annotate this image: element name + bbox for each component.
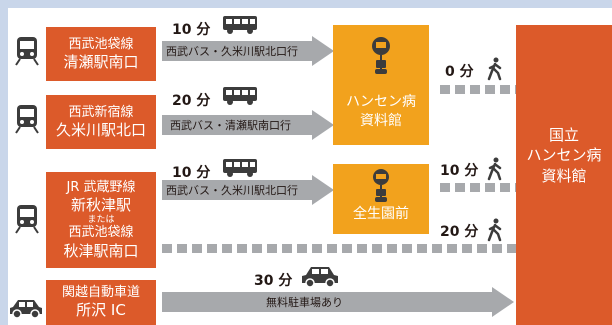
route-minutes: 10 分 xyxy=(172,165,211,181)
origin-line: 関越自動車道 xyxy=(61,285,140,300)
walk-path xyxy=(440,183,516,192)
route-arrow xyxy=(162,180,312,200)
bus-stop-icon xyxy=(372,37,390,74)
origin-line: JR 武蔵野線 xyxy=(66,179,136,195)
origin-shinakitsu: JR 武蔵野線 新秋津駅 または 西武池袋線 秋津駅南口 xyxy=(46,172,156,268)
origin-kumegawa: 西武新宿線 久米川駅北口 xyxy=(46,95,156,149)
arrowhead xyxy=(492,287,514,317)
origin-line: 西武新宿線 xyxy=(68,104,134,120)
stop-name: 全生園前 xyxy=(353,206,409,223)
route-label: 西武バス・清瀬駅南口行 xyxy=(170,119,291,132)
walking-person-icon xyxy=(487,157,502,181)
walk-minutes: 0 分 xyxy=(445,64,474,80)
origin-line: 西武池袋線 xyxy=(68,225,134,241)
car-icon xyxy=(302,267,338,288)
stop-name: 資料館 xyxy=(360,113,402,130)
arrowhead xyxy=(312,175,334,205)
route-label: 無料駐車場あり xyxy=(266,296,343,309)
route-arrow xyxy=(162,41,312,61)
bus-icon xyxy=(223,87,257,105)
bus-icon xyxy=(223,16,257,34)
route-arrow xyxy=(162,115,312,135)
route-minutes: 20 分 xyxy=(172,93,211,109)
destination-name: 国立 xyxy=(548,126,579,144)
origin-kiyose: 西武池袋線 清瀬駅南口 xyxy=(46,27,156,81)
walking-person-icon xyxy=(487,57,502,81)
route-label: 西武バス・久米川駅北口行 xyxy=(166,45,298,58)
origin-station: 清瀬駅南口 xyxy=(63,52,139,71)
top-frame xyxy=(0,0,612,8)
car-icon xyxy=(10,300,42,319)
arrowhead xyxy=(312,36,334,66)
train-icon xyxy=(15,37,39,66)
walking-person-icon xyxy=(487,218,502,242)
origin-station: 新秋津駅 xyxy=(70,195,131,214)
origin-station: 秋津駅南口 xyxy=(63,241,139,260)
destination-museum: 国立 ハンセン病 資料館 xyxy=(516,25,612,325)
destination-name: ハンセン病 xyxy=(526,146,602,165)
walk-path xyxy=(440,85,516,94)
route-label: 西武バス・久米川駅北口行 xyxy=(166,184,298,197)
walk-minutes: 20 分 xyxy=(440,224,479,240)
left-frame xyxy=(0,0,8,325)
train-icon xyxy=(15,105,39,134)
route-minutes: 30 分 xyxy=(254,273,293,289)
route-minutes: 10 分 xyxy=(172,22,211,38)
origin-line: 西武池袋線 xyxy=(68,36,134,52)
walk-path xyxy=(162,244,516,253)
walk-minutes: 10 分 xyxy=(440,163,479,179)
origin-or: または xyxy=(87,214,115,225)
route-arrow xyxy=(162,292,492,312)
origin-station: 久米川駅北口 xyxy=(55,120,146,139)
bus-icon xyxy=(223,159,257,177)
destination-name: 資料館 xyxy=(541,166,587,185)
bus-stop-icon xyxy=(373,169,389,202)
stop-name: ハンセン病 xyxy=(346,94,416,111)
origin-station: 所沢 IC xyxy=(76,301,126,320)
train-icon xyxy=(15,205,39,234)
arrowhead xyxy=(312,110,334,140)
origin-tokorozawa-ic: 関越自動車道 所沢 IC xyxy=(46,280,156,325)
